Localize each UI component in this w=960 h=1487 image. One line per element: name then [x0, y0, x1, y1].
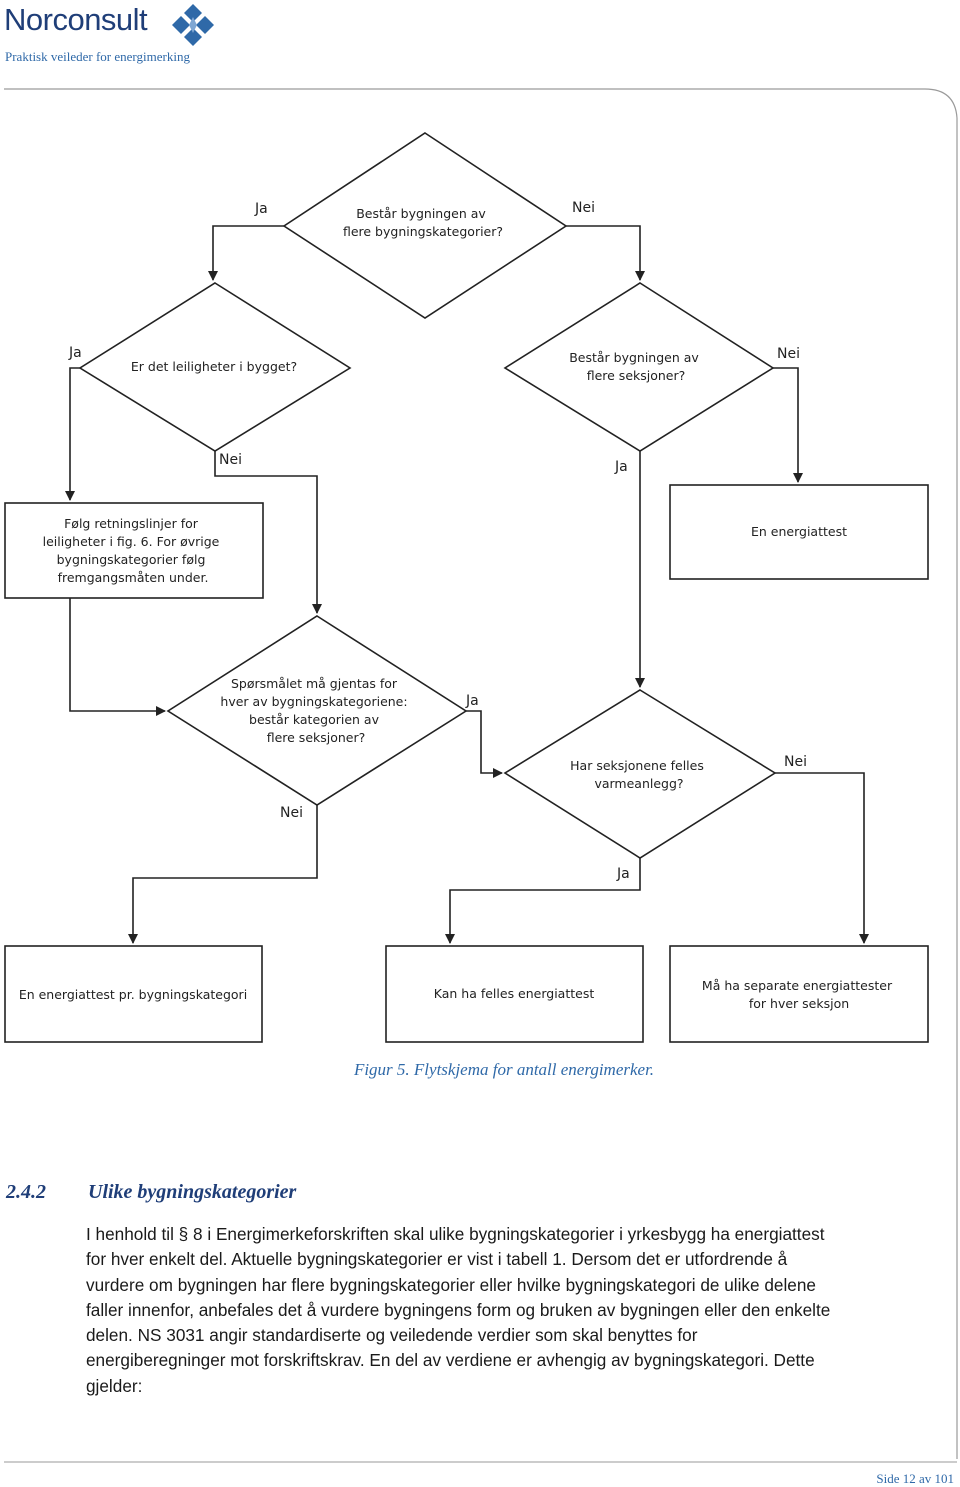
label-no-d1: Nei — [572, 200, 595, 216]
company-logo-icon — [172, 4, 214, 46]
box-separate-certificates-text: Må ha separate energiattester for hver s… — [702, 978, 896, 1011]
body-line: gjelder: — [86, 1375, 143, 1396]
figure-caption-text: Figur 5. Flytskjema for antall energimer… — [353, 1060, 655, 1079]
box-per-category — [4, 945, 263, 1043]
document-subtitle: Praktisk veileder for energimerking — [5, 49, 190, 64]
box-single-certificate — [669, 484, 929, 580]
box-apartment-guidelines-text: Følg retningslinjer for leiligheter i fi… — [43, 516, 224, 585]
body-line: for hver enkelt del. Aktuelle bygningska… — [86, 1249, 788, 1270]
decision-multiple-sections-text: Består bygningen av flere seksjoner? — [569, 350, 703, 383]
label-yes-d5: Ja — [616, 866, 630, 882]
box-per-category-text: En energiattest pr. bygningskategori — [19, 987, 247, 1002]
decision-multiple-categories-text: Består bygningen av flere bygningskatego… — [343, 206, 503, 239]
company-logo-text: Norconsult — [4, 2, 148, 37]
box-separate-certificates — [669, 945, 929, 1043]
body-line: vurdere om bygningen har flere bygningsk… — [86, 1274, 816, 1295]
body-paragraph: I henhold til § 8 i Energimerkeforskrift… — [86, 1222, 931, 1399]
section-title: Ulike bygningskategorier — [88, 1181, 297, 1203]
body-line: I henhold til § 8 i Energimerkeforskrift… — [86, 1224, 825, 1244]
label-no-d2: Nei — [219, 452, 242, 468]
label-no-d5: Nei — [784, 754, 807, 770]
box-shared-certificate-text: Kan ha felles energiattest — [434, 986, 595, 1001]
decision-shared-heating — [503, 689, 777, 859]
section-number: 2.4.2 — [6, 1181, 46, 1203]
box-single-certificate-text: En energiattest — [751, 524, 847, 539]
label-yes-d2: Ja — [68, 345, 82, 361]
decision-apartments-text: Er det leiligheter i bygget? — [131, 359, 297, 374]
label-yes-d4: Ja — [465, 693, 479, 709]
label-yes-d3: Ja — [614, 459, 628, 475]
decision-multiple-sections — [503, 282, 775, 452]
body-line: delen. NS 3031 angir standardiserte og v… — [86, 1325, 698, 1346]
decision-shared-heating-text: Har seksjonene felles varmeanlegg? — [570, 758, 708, 791]
decision-repeat-per-category — [166, 615, 468, 806]
box-shared-certificate — [385, 945, 644, 1043]
label-yes-d1: Ja — [254, 201, 268, 217]
figure-caption: Figur 5. Flytskjema for antall energimer… — [0, 1060, 960, 1080]
label-no-d3: Nei — [777, 346, 800, 362]
decision-multiple-categories — [282, 132, 568, 319]
flowchart: Består bygningen av flere bygningskatego… — [4, 132, 929, 1043]
body-line: energiberegninger mot forskriftskrav. En… — [86, 1350, 815, 1371]
page-number: Side 12 av 101 — [876, 1471, 954, 1486]
label-no-d4: Nei — [280, 805, 303, 821]
box-apartment-guidelines — [4, 502, 264, 599]
decision-repeat-per-category-text: Spørsmålet må gjentas for hver av bygnin… — [220, 676, 411, 745]
body-line: faller innenfor, anbefales det å vurdere… — [86, 1299, 831, 1320]
